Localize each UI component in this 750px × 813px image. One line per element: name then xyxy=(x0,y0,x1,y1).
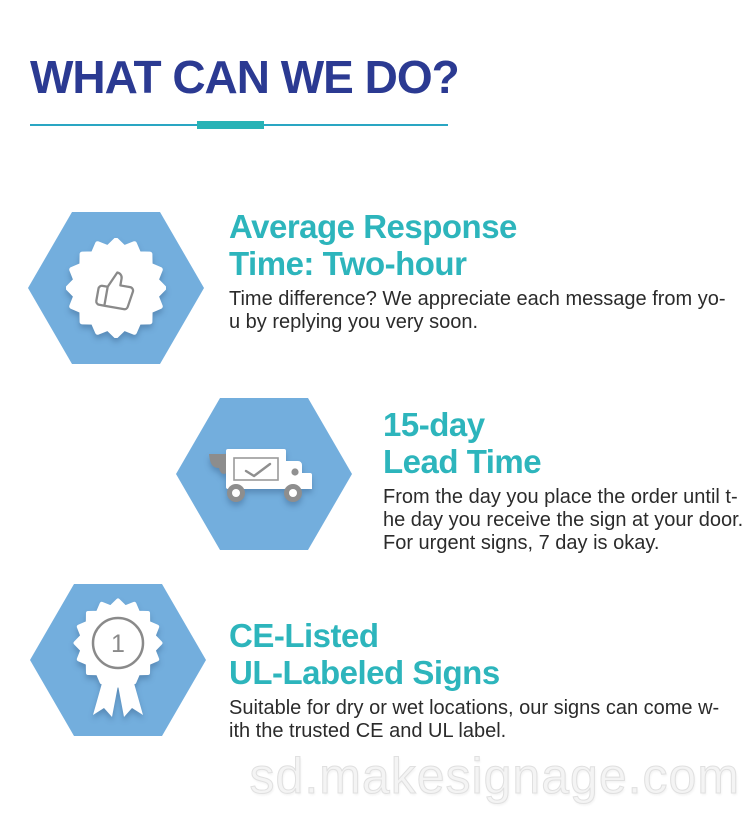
watermark: sd.makesignage.com xyxy=(249,748,740,805)
section-description: Time difference? We appreciate each mess… xyxy=(229,288,726,334)
section-heading-line: Average Response xyxy=(229,208,517,245)
page-title: WHAT CAN WE DO? xyxy=(30,51,460,103)
hexagon-response-time xyxy=(28,212,204,364)
section-description: Suitable for dry or wet locations, our s… xyxy=(229,697,719,743)
section-certification: CE-Listed UL-Labeled Signs Suitable for … xyxy=(229,617,719,743)
description-line: From the day you place the order until t… xyxy=(383,486,738,508)
description-line: Suitable for dry or wet locations, our s… xyxy=(229,697,720,719)
description-line: ith the trusted CE and UL label. xyxy=(229,720,507,742)
section-heading-line: 15-day xyxy=(383,406,485,443)
thumbs-up-badge-icon xyxy=(66,238,166,338)
hexagon-lead-time xyxy=(176,398,352,550)
description-line: Time difference? We appreciate each mess… xyxy=(229,288,726,310)
section-heading-line: Lead Time xyxy=(383,443,542,480)
section-lead-time: 15-day Lead Time From the day you place … xyxy=(383,406,743,555)
section-description: From the day you place the order until t… xyxy=(383,486,743,555)
section-heading-line: Time: Two-hour xyxy=(229,245,467,282)
description-line: he day you receive the sign at your door… xyxy=(383,509,744,531)
description-line: For urgent signs, 7 day is okay. xyxy=(383,532,660,554)
award-ribbon-icon: 1 xyxy=(73,598,163,717)
hexagon-certification: 1 xyxy=(30,584,206,736)
delivery-truck-icon xyxy=(209,449,312,502)
description-line: u by replying you very soon. xyxy=(229,311,479,333)
section-response-time: Average Response Time: Two-hour Time dif… xyxy=(229,208,726,334)
section-heading-line: UL-Labeled Signs xyxy=(229,654,500,691)
rank-number: 1 xyxy=(111,630,125,658)
title-underline-accent xyxy=(197,121,264,129)
section-heading-line: CE-Listed xyxy=(229,617,379,654)
